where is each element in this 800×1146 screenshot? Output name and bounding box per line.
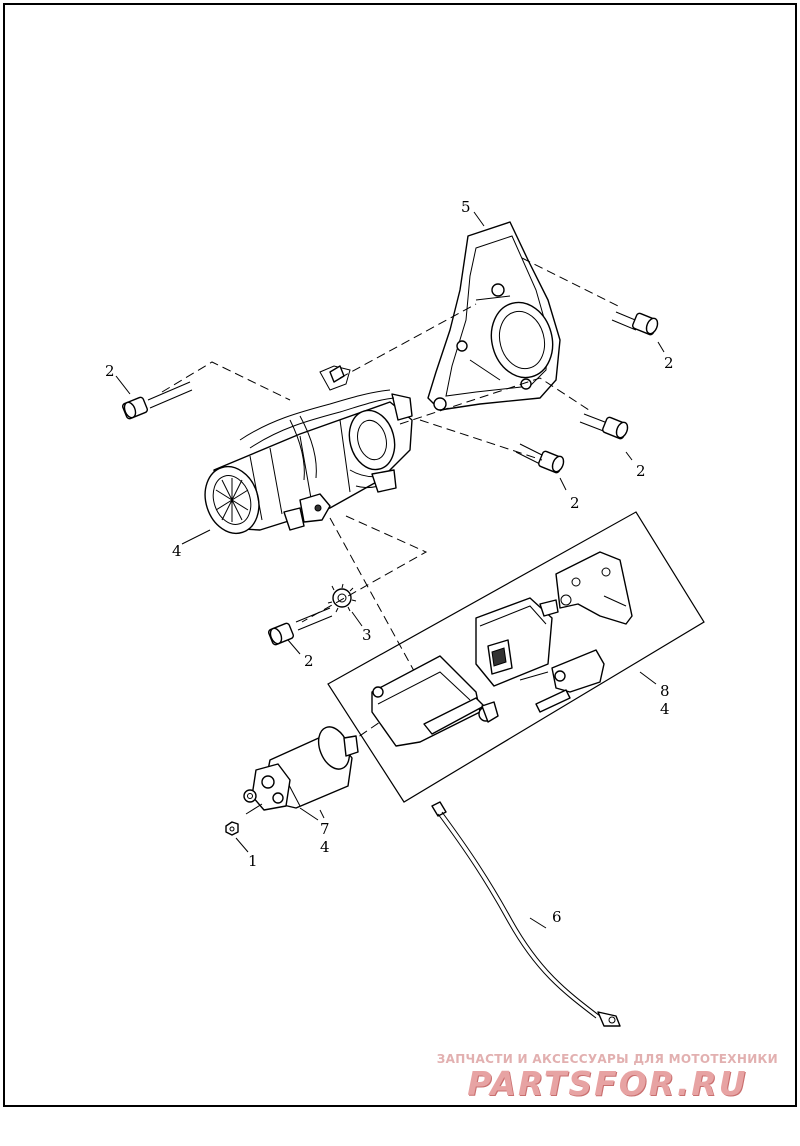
watermark-tagline: ЗАПЧАСТИ И АКСЕССУАРЫ ДЛЯ МОТОТЕХНИКИ [436,1052,778,1066]
solenoid[interactable] [243,722,359,821]
callouts: 5 2 2 2 2 4 3 2 8 4 7 4 1 6 [105,198,674,926]
callout-4-motor: 4 [172,542,182,560]
watermark: ЗАПЧАСТИ И АКСЕССУАРЫ ДЛЯ МОТОТЕХНИКИ PA… [437,1052,778,1102]
bolt-upper-right[interactable] [611,311,660,336]
callout-8: 8 [660,682,670,700]
bolt-mid-right[interactable] [579,413,630,440]
callout-7-sub: 4 [320,838,330,856]
starter-motor[interactable] [197,365,413,540]
callout-8-sub: 4 [660,700,670,718]
leader-lines [115,211,665,929]
nut[interactable] [225,821,239,836]
assembly-lines [161,257,623,745]
ground-cable[interactable] [431,801,621,1027]
bolt-center[interactable] [515,443,566,474]
callout-2-center: 2 [570,494,580,512]
callout-1: 1 [248,852,258,870]
bolt-upper-left[interactable] [122,381,193,420]
watermark-logo-text: PARTSFOR.RU [467,1064,748,1103]
callout-3: 3 [362,626,372,644]
solenoid-kit[interactable] [327,511,705,803]
callout-6: 6 [552,908,562,926]
callout-7: 7 [320,820,330,838]
mounting-plate[interactable] [427,221,561,411]
bolt-lower[interactable] [268,607,333,646]
outer-border [3,3,797,1107]
callout-2-lower: 2 [304,652,314,670]
callout-5: 5 [461,198,471,216]
callout-2-upper-right: 2 [664,354,674,372]
lock-washer[interactable] [327,583,357,613]
callout-2-upper-left: 2 [105,362,115,380]
callout-2-mid-right: 2 [636,462,646,480]
